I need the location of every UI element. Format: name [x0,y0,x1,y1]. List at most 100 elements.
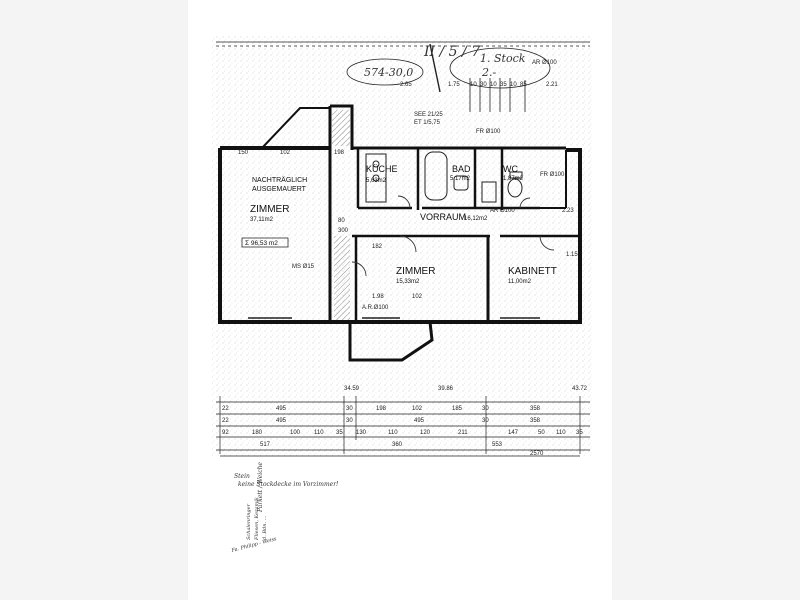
svg-text:110: 110 [556,430,566,436]
note-line3: Parkett / Weiche [257,462,264,513]
svg-text:43.72: 43.72 [572,386,588,392]
svg-text:85: 85 [520,82,527,88]
svg-text:553: 553 [492,442,503,448]
svg-text:50: 50 [538,430,545,436]
svg-text:2.21: 2.21 [546,82,558,88]
svg-text:495: 495 [414,418,425,424]
svg-text:22: 22 [222,406,229,412]
svg-text:10: 10 [470,82,477,88]
note-line2: keine Stockdecke im Vorzimmer! [238,481,339,488]
vorraum-name: VORRAUM [420,212,466,222]
floor-note: 1. Stock [480,52,526,65]
svg-text:358: 358 [530,418,541,424]
svg-text:102: 102 [412,406,423,412]
svg-text:198: 198 [334,150,345,156]
ar-top-label: AR Ø100 [532,60,557,66]
svg-text:120: 120 [420,430,431,436]
room-vorraum: VORRAUM 16,12m2 [420,212,488,222]
svg-text:495: 495 [276,418,287,424]
svg-text:35: 35 [336,430,343,436]
kabinett-name: KABINETT [508,266,557,277]
dim-row-3: 92 180 100 110 35 130 110 120 211 147 50… [222,430,583,436]
room-zimmer-mid: ZIMMER 15,33m2 [396,266,435,285]
svg-text:360: 360 [392,442,403,448]
fr-upper-label: FR Ø100 [476,129,501,135]
svg-text:100: 100 [290,430,301,436]
svg-text:30: 30 [482,418,489,424]
svg-text:22: 22 [222,418,229,424]
dim-row-2: 22 495 30 495 30 358 [222,418,541,424]
plan-number: 574-30,0 [364,66,413,79]
svg-text:80: 80 [338,218,345,224]
svg-text:2.23: 2.23 [562,208,574,214]
svg-text:34.59: 34.59 [344,386,360,392]
top-dimension-row: 2.65 1.75 10 30 10 35 10 85 2.21 [400,82,558,88]
svg-text:130: 130 [356,430,367,436]
fixtures [365,151,523,203]
svg-text:495: 495 [276,406,287,412]
scan-noise [212,36,592,456]
et-label: ET 1/5,75 [414,120,441,126]
room-wc: WC 1,87m2 [503,164,524,182]
bad-name: BAD [452,164,471,174]
room-bad: BAD 5,17m2 [450,164,471,182]
svg-text:198: 198 [376,406,387,412]
svg-text:35: 35 [500,82,507,88]
svg-text:102: 102 [412,294,423,300]
duct-hatch [332,110,350,146]
svg-text:211: 211 [458,430,468,436]
svg-text:30: 30 [482,406,489,412]
fr-right-label: FR Ø100 [540,172,565,178]
svg-text:30: 30 [346,418,353,424]
zimmer-mid-name: ZIMMER [396,266,435,277]
svg-text:300: 300 [338,228,349,234]
bad-area: 5,17m2 [450,176,471,182]
svg-text:358: 358 [530,406,541,412]
room-kueche: KÜCHE 5,63m2 [366,164,398,184]
svg-text:102: 102 [280,150,291,156]
dim-row-1: 22 495 30 198 102 185 30 358 [222,406,541,412]
dim-row-4: 517 360 553 [260,442,503,448]
svg-text:39.86: 39.86 [438,386,454,392]
note-line4: Schalenringer [246,503,252,540]
kueche-name: KÜCHE [366,164,398,174]
zimmer-mid-area: 15,33m2 [396,279,420,285]
door-swings [351,195,555,277]
dim-total: 2570 [220,451,580,457]
header-area [216,41,590,112]
note-line5: Fliesen, Keramik [254,497,260,541]
svg-text:2.65: 2.65 [400,82,412,88]
note-line1: Stein [234,473,250,480]
kueche-area: 5,63m2 [366,178,387,184]
inner-dimensions: 150 102 198 80 300 182 1.98 102 2.23 1.1… [238,150,588,392]
svg-text:110: 110 [314,430,324,436]
zimmer-left-note1: NACHTRÄGLICH [252,176,307,184]
svg-text:147: 147 [508,430,519,436]
kabinett-area: 11,00m2 [508,279,532,285]
zimmer-left-total: Σ 96,53 m2 [245,240,278,247]
svg-text:110: 110 [388,430,398,436]
shaft-hatch [334,236,350,320]
svg-text:1.98: 1.98 [372,294,384,300]
svg-text:30: 30 [480,82,487,88]
room-kabinett: KABINETT 11,00m2 [508,266,557,285]
handwritten-notes: Stein keine Stockdecke im Vorzimmer! Par… [230,462,339,555]
svg-text:517: 517 [260,442,271,448]
svg-text:150: 150 [238,150,249,156]
svg-text:10: 10 [490,82,497,88]
note-line6: d. Bdn. ... [262,515,268,540]
wc-name: WC [503,164,518,174]
floor-note-sub: 2.- [481,66,496,79]
svg-text:182: 182 [372,244,383,250]
zimmer-left-note2: AUSGEMAUERT [252,186,307,193]
svg-text:92: 92 [222,430,229,436]
zimmer-left-area: 37,11m2 [250,217,274,223]
svg-text:180: 180 [252,430,263,436]
dimension-chains [216,396,590,454]
svg-text:1.75: 1.75 [448,82,460,88]
see-label: SEE 21/25 [414,112,443,118]
wc-area: 1,87m2 [503,176,524,182]
svg-text:35: 35 [576,430,583,436]
sheet-ref: II / 5 / 7 [423,44,480,60]
